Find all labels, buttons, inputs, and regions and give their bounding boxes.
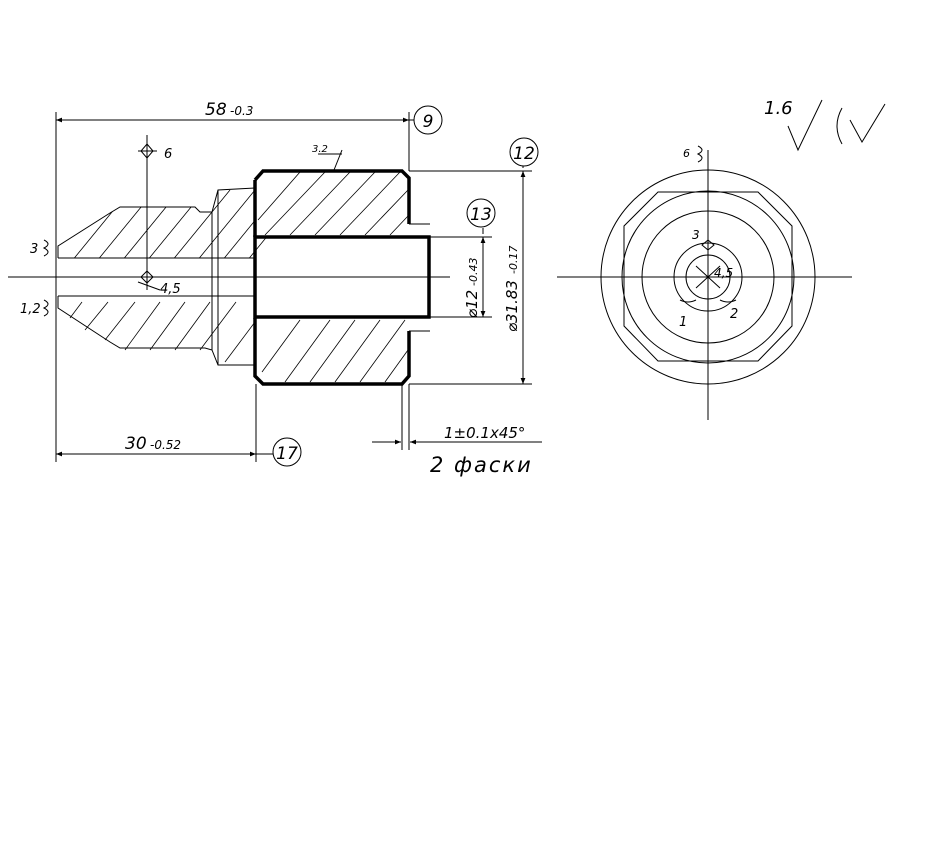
section-view: 3.2 6 4,5 3 1,2 58 -0.3 9 30 -0.52 17: [8, 100, 542, 477]
hatch-lower: [69, 301, 409, 383]
end-view-circle-5: [685, 254, 731, 300]
callout-left-12: 1,2: [20, 302, 41, 317]
callout-left-45: 4,5: [160, 282, 181, 297]
end-view-circle-2: [621, 190, 795, 364]
hatch-upper-body: [257, 171, 409, 236]
end-view-circle-3: [641, 210, 775, 344]
callout-right-3: 3: [692, 228, 700, 242]
nose-outline-lower: [57, 296, 255, 366]
roughness-symbol: 1.6: [764, 98, 886, 152]
dim-front-length: 30: [125, 434, 147, 454]
end-view-octagon: [623, 191, 793, 362]
end-view-outer-circle: [600, 169, 816, 385]
roughness-general-label: 1.6: [764, 98, 793, 119]
body-outline-lower: [253, 318, 411, 386]
bore-outline: [253, 235, 431, 319]
end-view: 6 3 4,5 1 2: [557, 145, 852, 420]
callout-right-45: 4,5: [714, 266, 733, 280]
bubble-13: [466, 198, 496, 228]
callout-left-3: 3: [30, 242, 38, 257]
dim-outer-diameter-tol: -0.17: [507, 246, 520, 274]
bubble-13-label: 13: [470, 205, 492, 225]
callout-right-1: 1: [679, 315, 687, 330]
roughness-check-icon: [787, 99, 823, 152]
bubble-17-label: 17: [276, 444, 298, 464]
dim-bore-diameter-tol: -0.43: [467, 258, 480, 286]
diamond-marker-center-icon: [140, 270, 154, 284]
bubble-9-label: 9: [423, 112, 434, 132]
chamfer-spec: 1±0.1x45°: [444, 424, 525, 442]
dim-bore-diameter: ⌀12: [463, 290, 481, 318]
nose-outline-upper: [57, 187, 256, 258]
end-view-circle-4: [673, 242, 743, 312]
dim-front-length-tol: -0.52: [150, 438, 181, 452]
roughness-local-label: 3.2: [312, 144, 328, 155]
roughness-check-small-icon: [849, 103, 886, 144]
bubble-9: [413, 105, 443, 135]
dim-overall-length-tol: -0.3: [230, 104, 253, 118]
diamond-marker-icon: [140, 143, 154, 159]
bubble-17: [272, 437, 302, 467]
chamfer-count: 2 фаски: [430, 453, 533, 477]
callout-right-2: 2: [730, 307, 738, 322]
dim-overall-length: 58: [205, 100, 227, 120]
callout-right-6: 6: [683, 147, 690, 160]
body-outline-upper: [253, 169, 411, 224]
dim-outer-diameter: ⌀31.83: [503, 280, 521, 332]
bubble-12-label: 12: [513, 144, 535, 164]
callout-left-6: 6: [164, 147, 172, 162]
paren-open-icon: [836, 107, 843, 145]
bubble-12: [509, 137, 539, 167]
